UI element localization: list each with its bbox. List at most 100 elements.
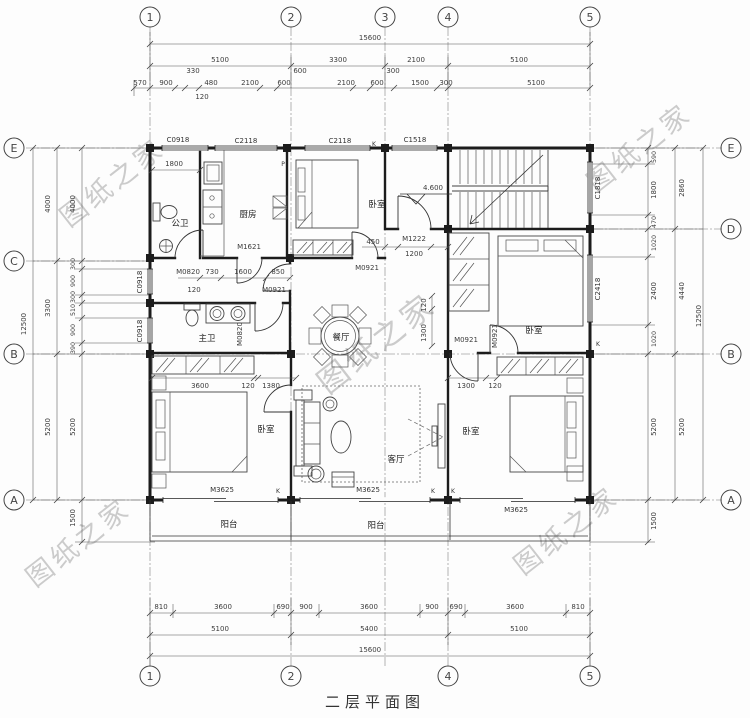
axis-label: 2 — [288, 11, 295, 24]
axis-label: E — [728, 142, 735, 155]
dim-text: 5200 — [678, 418, 686, 436]
dim-text: 5200 — [69, 418, 77, 436]
door-label: M0921 — [454, 336, 478, 344]
dim-text: 120 — [187, 286, 200, 294]
dim-text: 5400 — [360, 625, 378, 633]
sliding-door-center — [299, 497, 431, 503]
tv-cabinet — [437, 403, 446, 469]
sliding-door-left — [162, 497, 279, 503]
dim-text: 1020 — [651, 331, 658, 347]
window-c2118-bedroom — [304, 145, 371, 151]
dresser-top-bedroom — [292, 239, 354, 256]
door-hall-m0921 — [262, 263, 291, 292]
dim-text: 850 — [271, 268, 284, 276]
door-bedright — [449, 352, 479, 382]
axis-label: 1 — [147, 670, 154, 683]
dim-text: 2400 — [650, 282, 658, 300]
axis-label: 4 — [445, 11, 452, 24]
dim-text: 300 — [70, 258, 77, 270]
dim-text: 2860 — [678, 179, 686, 197]
dim-text: 300 — [386, 67, 399, 75]
door-label: M1222 — [402, 235, 426, 243]
dim-text: 1300 — [457, 382, 475, 390]
dim-text: 5100 — [211, 625, 229, 633]
dim-text: M0820 — [176, 268, 200, 276]
axis-bubble-top-1: 1 — [139, 6, 161, 28]
room-label: 阳台 — [367, 520, 384, 531]
dim-text: 5200 — [650, 418, 658, 436]
window-c1518 — [391, 145, 438, 151]
dim-text: 2100 — [407, 56, 425, 64]
window-c0918-left-1 — [147, 268, 153, 295]
basin — [209, 306, 225, 321]
toilet-tank — [183, 303, 201, 311]
door-bedtop-m0921 — [351, 231, 379, 259]
window-label: C2118 — [329, 137, 352, 145]
room-label: 餐厅 — [332, 333, 350, 343]
watermark-text: 图纸之家 — [508, 481, 625, 582]
dim-text: 690 — [449, 603, 462, 611]
axis-bubble-right-B: B — [720, 343, 742, 365]
axis-label: E — [11, 142, 18, 155]
dim-text: 2100 — [241, 79, 259, 87]
room-label: 卧室 — [462, 426, 480, 437]
bed-right — [509, 377, 584, 482]
dim-text: 900 — [159, 79, 172, 87]
axis-bubble-right-D: D — [720, 218, 742, 240]
basin — [230, 306, 246, 321]
axis-bubble-left-A: A — [3, 489, 25, 511]
dim-text: 1500 — [411, 79, 429, 87]
dim-text: 3600 — [506, 603, 524, 611]
door-gongwei — [174, 229, 204, 259]
dim-text: 600 — [370, 79, 383, 87]
dim-text: 5100 — [211, 56, 229, 64]
dim-text: 1800 — [650, 181, 658, 199]
dim-text: 3600 — [360, 603, 378, 611]
dim-text: 450 — [366, 238, 379, 246]
flue-marker-p: P — [281, 161, 285, 168]
room-label: 阳台 — [220, 519, 237, 530]
bed-left — [151, 375, 248, 489]
axis-bubble-left-C: C — [3, 250, 25, 272]
axis-label: C — [10, 255, 18, 268]
dim-text: 4440 — [678, 282, 686, 300]
walls — [146, 144, 594, 504]
vent-marker-k: K — [451, 488, 456, 495]
windows-symbols — [147, 145, 593, 344]
room-label: 卧室 — [368, 199, 386, 210]
axis-label: 5 — [587, 11, 594, 24]
door-label: M1621 — [237, 243, 261, 251]
interior-dims: 1800 M0820 730 1600 850 120 M0921 M0921 … — [148, 160, 502, 390]
bed-top — [295, 159, 359, 229]
dim-text: 900 — [299, 603, 312, 611]
axis-bubble-top-5: 5 — [579, 6, 601, 28]
stair-rail — [452, 185, 549, 192]
axis-bubble-right-A: A — [720, 489, 742, 511]
dim-text: 4000 — [69, 195, 77, 213]
sliding-doors — [162, 497, 576, 503]
dims-right: 590 1800 470 1020 2400 1020 5200 1500 28… — [590, 144, 707, 546]
window-c1818 — [587, 161, 593, 214]
staircase — [452, 150, 549, 228]
dim-text: 5100 — [527, 79, 545, 87]
flue-shaft — [272, 195, 288, 220]
dim-text: 1200 — [405, 250, 423, 258]
dim-text: 15600 — [359, 34, 381, 42]
level-value: 4.600 — [423, 184, 443, 192]
door-bedleft — [263, 384, 292, 413]
axis-label: A — [727, 494, 735, 507]
armchair — [331, 471, 355, 488]
dim-text: 810 — [154, 603, 167, 611]
axis-label: A — [10, 494, 18, 507]
window-label: C0918 — [136, 271, 144, 294]
dim-text: 1800 — [165, 160, 183, 168]
axis-label: 2 — [288, 670, 295, 683]
living-room-furniture — [293, 385, 446, 488]
window-label: C1818 — [594, 177, 602, 200]
kitchen-fixtures — [200, 150, 225, 257]
dim-text: 1600 — [234, 268, 252, 276]
dim-text: 600 — [277, 79, 290, 87]
dim-text: 120 — [420, 298, 428, 311]
dim-text: 600 — [293, 67, 306, 75]
